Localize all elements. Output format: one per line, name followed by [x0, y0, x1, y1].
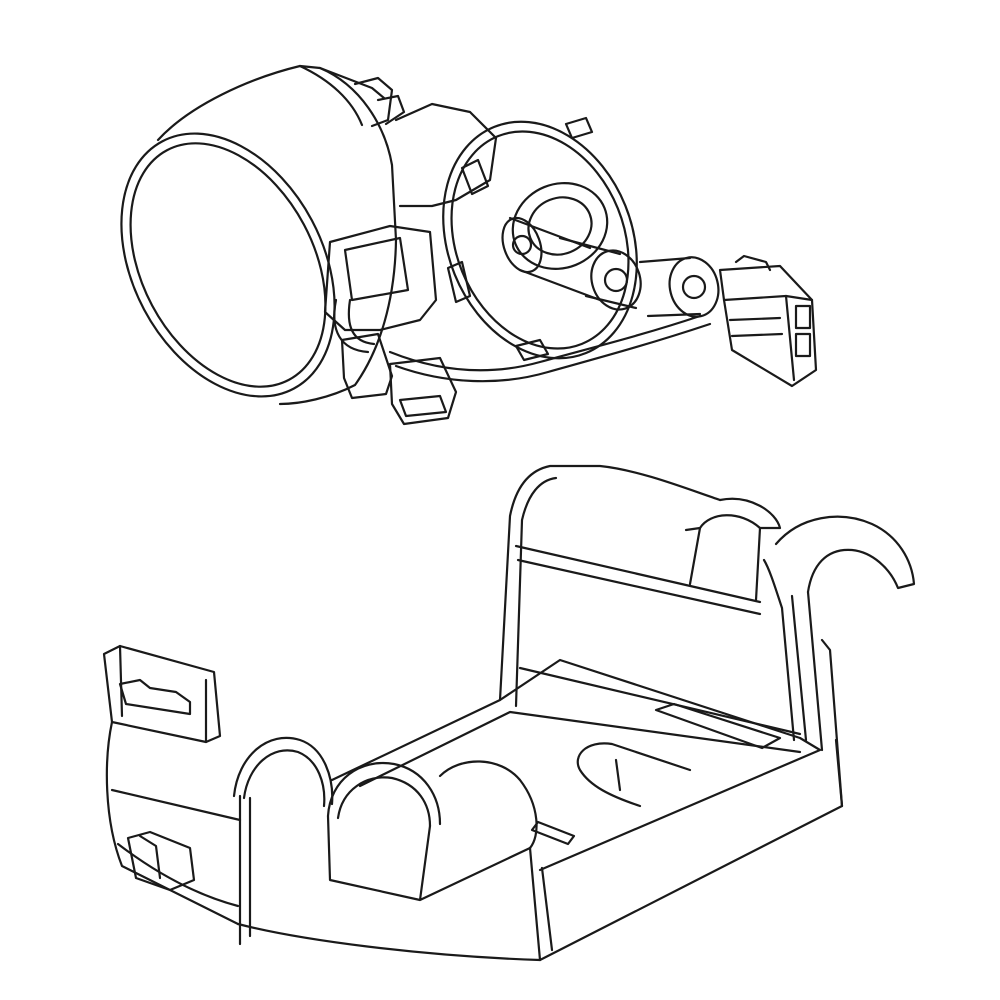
bracket-left-small-tab [126, 830, 196, 892]
motor-front-face [120, 132, 336, 398]
pump-head-disc-inner [450, 130, 630, 350]
bracket-saddle-mid-face [326, 814, 532, 902]
bracket-right-wall [820, 638, 844, 808]
outlet-tube-2-bore [603, 267, 629, 293]
wire-harness [388, 314, 712, 383]
bracket-rear-saddle-gap [688, 526, 762, 602]
bracket-right-saddle-outer [774, 515, 916, 594]
shaft-boss-inner [527, 196, 593, 256]
bracket-right-saddle-rim [762, 558, 796, 742]
bracket-right-saddle-strap [790, 590, 824, 752]
motor-foot-left [340, 332, 394, 400]
bracket-left-small-tab-inner [138, 834, 162, 880]
electrical-connector-icon [718, 254, 818, 388]
bracket-saddle-left-outer [232, 736, 334, 806]
pump-head-clip-left [460, 158, 490, 196]
motor-body [156, 64, 398, 406]
bracket-floor-slot-lower [530, 820, 576, 846]
bracket-base-front [528, 846, 554, 962]
motor-clip-top-2 [376, 94, 406, 126]
inlet-tube-1-end [501, 216, 543, 274]
shaft-boss-outer [511, 182, 609, 270]
bracket-saddle-mid-top [438, 760, 538, 850]
bracket-saddle-left-strap [238, 794, 252, 946]
bracket-rear-wall-base [518, 666, 802, 736]
bracket-rear-saddle-outer [684, 497, 782, 532]
motor-housing [394, 102, 498, 208]
bracket-floor-slot [654, 702, 782, 750]
bracket-saddle-mid-outer [326, 761, 442, 826]
motor-front-face-inner [129, 142, 327, 388]
pump-head-clip-top [564, 116, 594, 140]
bracket-rear-wall-band [514, 544, 762, 616]
outlet-tube-3-end [668, 256, 720, 318]
motor-body-rim [298, 64, 386, 127]
bracket-saddle-mid-inner [336, 776, 432, 828]
bracket-base-floor-inner [358, 710, 802, 788]
bracket-saddle-left-inner [242, 749, 326, 808]
motor-housing-lower [323, 224, 438, 332]
motor-wire-bundle [333, 298, 376, 354]
bracket-floor-cutout [576, 742, 692, 808]
motor-foot-tab [398, 394, 448, 418]
pump-head-clip-lower [514, 338, 550, 362]
pump-head-disc [442, 120, 638, 360]
bracket-rear-wall-inner [514, 476, 558, 708]
bracket-left-tab-slot [118, 678, 192, 716]
motor-clip-top [353, 76, 394, 128]
pump-motor-icon [120, 64, 818, 426]
pump-head-clip-bottom [446, 260, 472, 304]
bracket-left-body [105, 720, 242, 926]
bracket-left-tab-edge [118, 644, 208, 744]
bracket-base-bottom [236, 738, 844, 962]
motor-housing-slot [343, 236, 410, 302]
bracket-base-floor [330, 658, 822, 872]
motor-foot-right [388, 356, 458, 426]
bracket-icon [102, 464, 916, 962]
inlet-tube-1-bore [511, 234, 533, 256]
outlet-tube-3-bore [681, 274, 707, 300]
outlet-tube-2-end [590, 249, 642, 311]
bracket-rear-wall [498, 464, 722, 702]
